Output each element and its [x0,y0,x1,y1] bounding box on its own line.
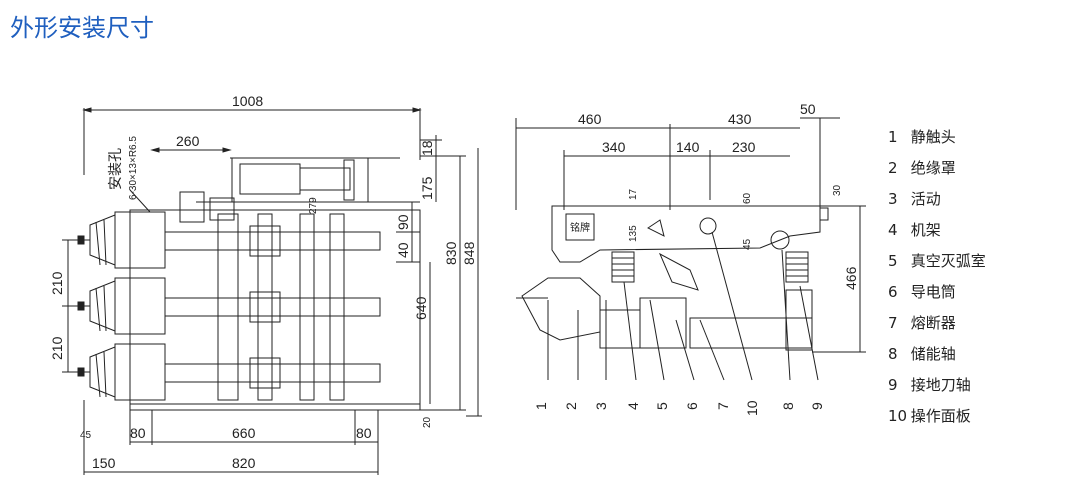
dim-17: 17 [628,188,639,200]
legend-num: 10 [888,407,908,425]
legend-label: 导电筒 [910,283,956,301]
legend-item: 7 熔断器 [888,312,986,343]
dim-848: 848 [461,241,477,265]
callout-7: 7 [715,402,731,410]
callout-9: 9 [809,402,825,410]
callout-1: 1 [533,402,549,410]
dim-279: 279 [308,197,319,214]
legend-item: 6 导电筒 [888,281,986,312]
legend-num: 3 [888,190,898,208]
legend-num: 2 [888,159,898,177]
legend-item: 3 活动 [888,188,986,219]
dim-50: 50 [800,101,816,117]
dim-430: 430 [728,111,752,127]
dim-18: 18 [419,140,435,156]
legend-label: 静触头 [910,128,956,146]
left-view: 1008 260 安装孔 6-30×13×R6.5 [49,93,482,475]
dim-460: 460 [578,111,602,127]
legend-label: 操作面板 [910,407,971,425]
dim-830: 830 [443,241,459,265]
dim-340: 340 [602,139,626,155]
parts-legend: 1 静触头 2 绝缘罩 3 活动 4 机架 5 真空灭弧室 6 导电筒 7 熔断… [888,126,986,436]
legend-label: 机架 [910,221,941,239]
dim-80-right: 80 [356,425,372,441]
legend-label: 储能轴 [910,345,956,363]
insulator-group [76,211,166,401]
legend-label: 绝缘罩 [910,159,956,177]
legend-num: 6 [888,283,898,301]
dim-30: 30 [832,184,843,196]
dim-260: 260 [176,133,200,149]
dim-135: 135 [628,225,639,242]
dim-150: 150 [92,455,116,471]
legend-num: 4 [888,221,898,239]
callout-5: 5 [654,402,670,410]
legend-num: 1 [888,128,898,146]
nameplate-label: 铭牌 [570,221,590,234]
legend-label: 真空灭弧室 [910,252,986,270]
dim-40: 40 [395,242,411,258]
dim-230: 230 [732,139,756,155]
callout-2: 2 [563,402,579,410]
legend-label: 熔断器 [910,314,956,332]
dim-20: 20 [422,416,433,428]
legend-num: 7 [888,314,898,332]
dim-140: 140 [676,139,700,155]
legend-item: 5 真空灭弧室 [888,250,986,281]
page-title: 外形安装尺寸 [10,14,154,42]
mount-hole-label: 安装孔 [107,148,123,190]
legend-item: 4 机架 [888,219,986,250]
dim-80-left: 80 [130,425,146,441]
legend-item: 8 储能轴 [888,343,986,374]
legend-num: 5 [888,252,898,270]
dim-210-lower: 210 [49,336,65,360]
dim-175: 175 [419,176,435,200]
dim-45: 45 [80,430,92,441]
dim-820: 820 [232,455,256,471]
legend-item: 9 接地刀轴 [888,374,986,405]
legend-item: 10 操作面板 [888,405,986,436]
callout-4: 4 [625,402,641,410]
callout-10: 10 [744,400,760,416]
legend-item: 2 绝缘罩 [888,157,986,188]
dim-210-upper: 210 [49,271,65,295]
right-view: 460 430 50 340 140 230 铭牌 17 135 60 45 3… [515,101,866,381]
legend-item: 1 静触头 [888,126,986,157]
legend-label: 接地刀轴 [910,376,971,394]
legend-num: 9 [888,376,898,394]
callout-3: 3 [593,402,609,410]
callout-6: 6 [684,402,700,410]
callout-8: 8 [780,402,796,410]
dim-660: 660 [232,425,256,441]
mount-hole-spec: 6-30×13×R6.5 [128,136,139,200]
callout-numbers: 1 2 3 4 5 6 7 10 8 9 [533,400,825,416]
dim-overall-width: 1008 [232,93,263,109]
dim-90: 90 [395,214,411,230]
dim-466: 466 [843,266,859,290]
dim-640: 640 [413,296,429,320]
dim-45: 45 [742,238,753,250]
legend-num: 8 [888,345,898,363]
legend-label: 活动 [910,190,941,208]
dim-60: 60 [742,192,753,204]
